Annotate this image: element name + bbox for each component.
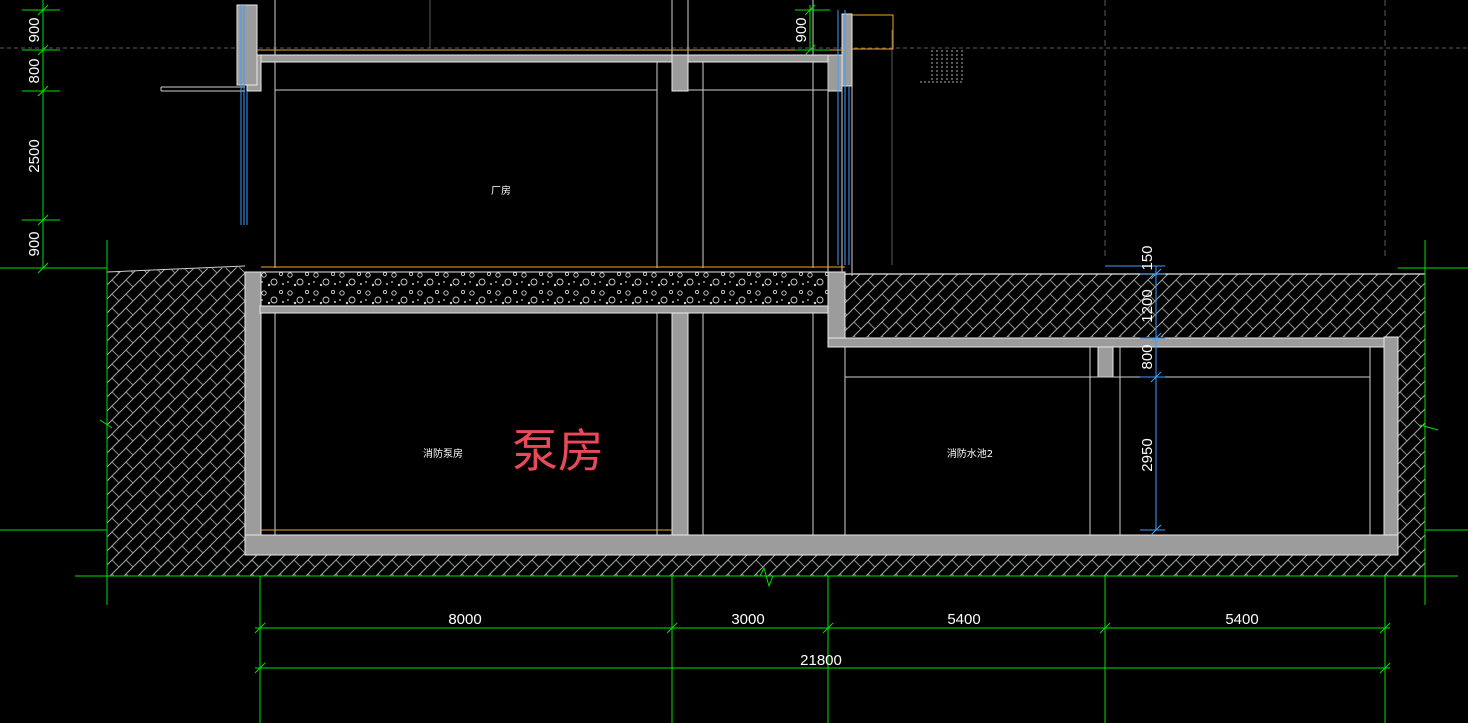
right-dim-1: 150 xyxy=(1139,245,1156,270)
interior-lines xyxy=(160,0,1371,535)
bottom-dim-2: 3000 xyxy=(731,611,764,628)
right-dimension-chain xyxy=(1105,265,1165,536)
room-label-fire-pool: 消防水池2 xyxy=(947,447,993,460)
top-dim: 900 xyxy=(793,17,810,42)
top-dimension xyxy=(795,4,830,56)
room-label-fire-pump-room: 消防泵房 xyxy=(423,447,463,460)
left-dimension-chain xyxy=(0,0,1468,605)
left-dim-1: 900 xyxy=(26,17,43,42)
right-dim-3: 800 xyxy=(1139,344,1156,369)
bottom-total-dim: 21800 xyxy=(800,652,842,669)
left-dim-4: 900 xyxy=(26,231,43,256)
bottom-dim-4: 5400 xyxy=(1225,611,1258,628)
left-dim-3: 2500 xyxy=(26,139,43,172)
left-dim-2: 800 xyxy=(26,58,43,83)
bottom-dimension-chain xyxy=(254,576,1391,723)
pump-room-annotation: 泵房 xyxy=(512,424,604,478)
stair-ticks xyxy=(920,50,963,83)
window-lines xyxy=(240,5,850,265)
right-dim-2: 1200 xyxy=(1139,289,1156,322)
ground-line xyxy=(106,265,246,273)
bottom-dim-1: 8000 xyxy=(448,611,481,628)
room-label-workshop: 厂房 xyxy=(491,184,511,197)
floor-lines xyxy=(257,14,894,531)
bottom-dim-3: 5400 xyxy=(947,611,980,628)
soil-hatch xyxy=(107,267,1425,576)
right-dim-4: 2950 xyxy=(1139,438,1156,471)
grid-lines xyxy=(0,0,1468,265)
